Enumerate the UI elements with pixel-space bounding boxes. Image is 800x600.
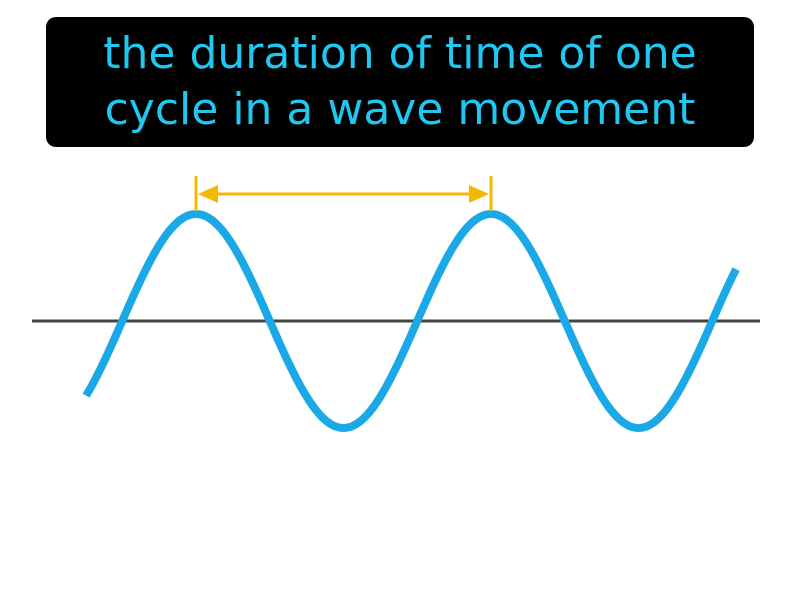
definition-text-line-1: the duration of time of one bbox=[103, 28, 697, 79]
definition-text-line-2: cycle in a wave movement bbox=[104, 84, 696, 135]
sine-wave-curve bbox=[82, 209, 740, 433]
period-arrowhead-left bbox=[198, 185, 218, 203]
definition-caption-box: the duration of time of one cycle in a w… bbox=[46, 17, 754, 147]
period-arrowhead-right bbox=[469, 185, 489, 203]
period-marker bbox=[194, 176, 493, 211]
